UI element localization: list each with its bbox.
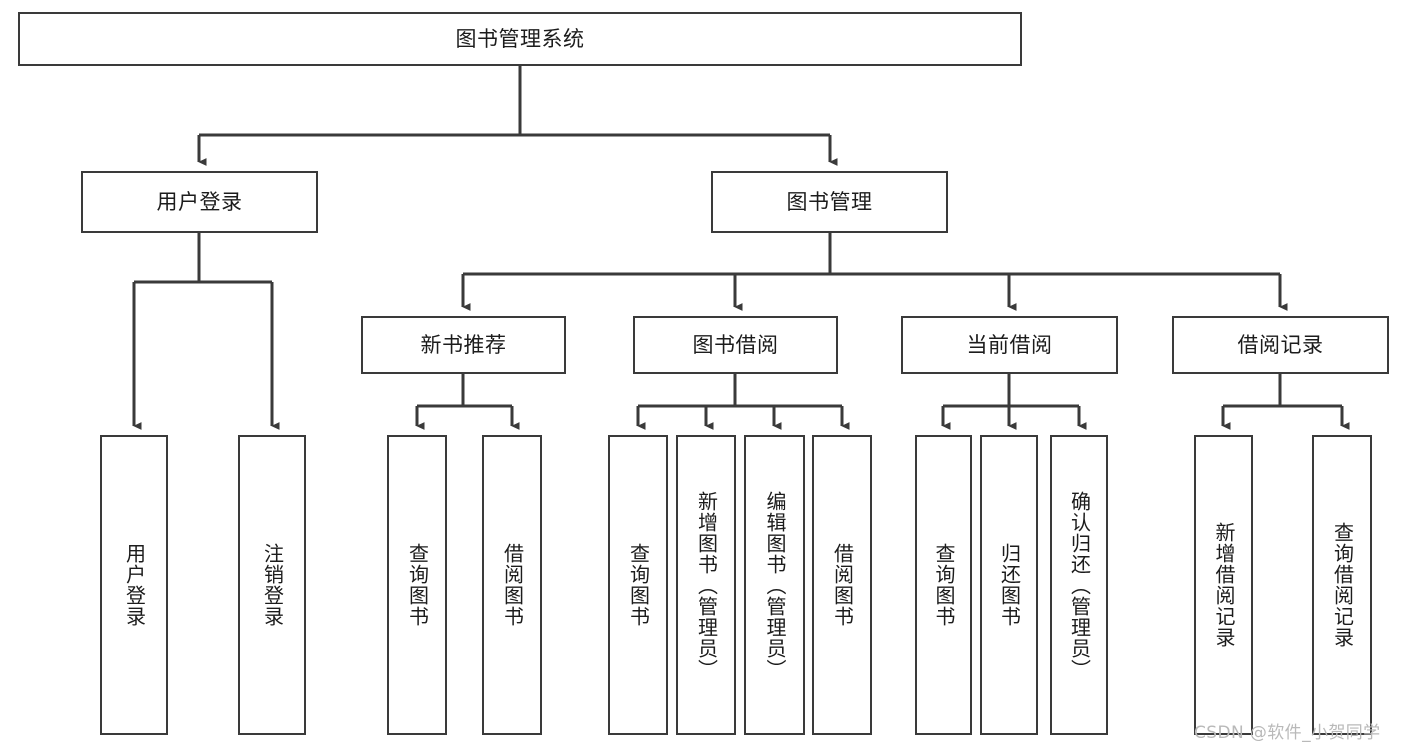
node-label: 图书管理系统 (455, 26, 585, 51)
node-borrow-record[interactable]: 借阅记录 (1172, 316, 1389, 374)
node-label: 注销登录 (260, 543, 285, 627)
node-leaf-query-book-recommend[interactable]: 查询图书 (387, 435, 447, 735)
node-leaf-borrow-book-recommend[interactable]: 借阅图书 (482, 435, 542, 735)
node-leaf-edit-book-admin[interactable]: 编辑图书（管理员） (744, 435, 805, 735)
node-label: 用户登录 (122, 543, 147, 627)
watermark-text: CSDN @软件_小贺同学 (1194, 723, 1381, 743)
node-leaf-borrow-book[interactable]: 借阅图书 (812, 435, 872, 735)
node-label: 当前借阅 (966, 332, 1053, 357)
node-label: 新增图书（管理员） (694, 490, 719, 680)
node-leaf-query-book-borrow[interactable]: 查询图书 (608, 435, 668, 735)
node-label: 图书管理 (786, 189, 873, 214)
node-label: 归还图书 (997, 543, 1022, 627)
node-label: 借阅图书 (830, 543, 855, 627)
node-label: 图书借阅 (692, 332, 779, 357)
node-user-login[interactable]: 用户登录 (81, 171, 318, 233)
node-leaf-add-borrow-record[interactable]: 新增借阅记录 (1194, 435, 1253, 735)
node-label: 借阅图书 (500, 543, 525, 627)
node-leaf-user-login[interactable]: 用户登录 (100, 435, 168, 735)
node-label: 借阅记录 (1237, 332, 1324, 357)
node-root-system[interactable]: 图书管理系统 (18, 12, 1022, 66)
node-leaf-add-book-admin[interactable]: 新增图书（管理员） (676, 435, 736, 735)
node-new-book-recommend[interactable]: 新书推荐 (361, 316, 566, 374)
node-label: 确认归还（管理员） (1067, 490, 1092, 680)
node-label: 新书推荐 (420, 332, 507, 357)
node-label: 查询图书 (405, 543, 430, 627)
node-current-borrow[interactable]: 当前借阅 (901, 316, 1118, 374)
node-label: 查询借阅记录 (1330, 522, 1355, 648)
node-label: 查询图书 (932, 543, 956, 627)
node-leaf-query-borrow-record[interactable]: 查询借阅记录 (1312, 435, 1372, 735)
node-label: 编辑图书（管理员） (763, 490, 787, 680)
node-leaf-return-book[interactable]: 归还图书 (980, 435, 1038, 735)
node-leaf-query-book-current[interactable]: 查询图书 (915, 435, 972, 735)
node-label: 用户登录 (156, 189, 243, 214)
node-book-management[interactable]: 图书管理 (711, 171, 948, 233)
node-label: 新增借阅记录 (1212, 522, 1236, 648)
node-book-borrow[interactable]: 图书借阅 (633, 316, 838, 374)
node-leaf-confirm-return-admin[interactable]: 确认归还（管理员） (1050, 435, 1108, 735)
node-label: 查询图书 (626, 543, 651, 627)
node-leaf-user-logout[interactable]: 注销登录 (238, 435, 306, 735)
